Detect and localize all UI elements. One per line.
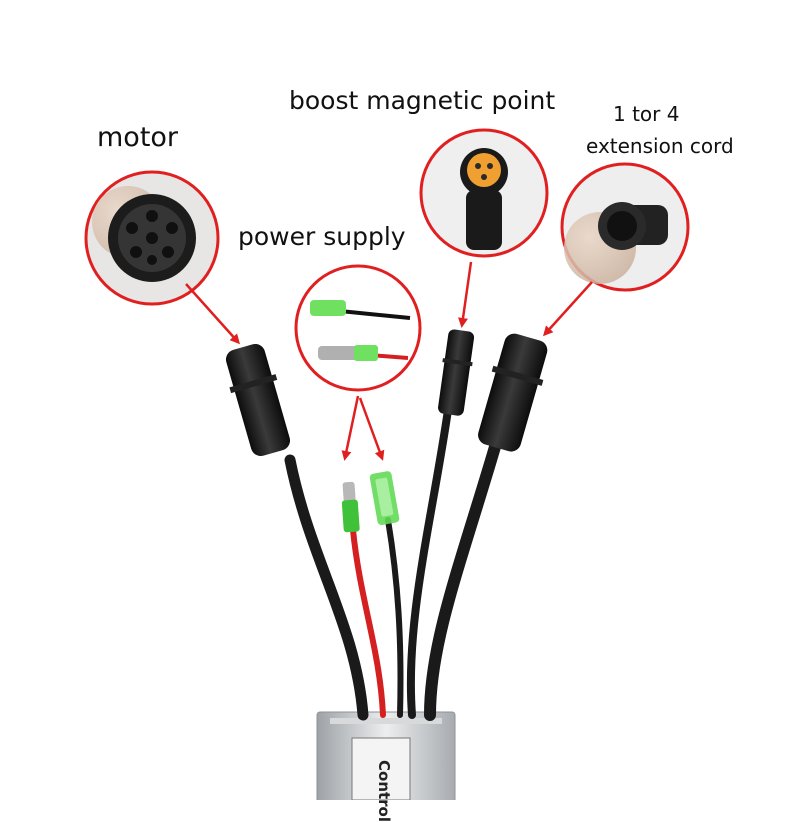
callout-motor [84,170,220,306]
black-power-wire [385,517,404,718]
arrow-power-left [341,395,360,461]
callout-extension [560,162,690,292]
controller-box [316,711,456,800]
cable-bundle [284,406,503,721]
label-extension-line1: 1 tor 4 [613,102,680,126]
label-boost-magnetic-point: boost magnetic point [289,86,556,115]
extension-cable [424,434,503,721]
power-terminals [341,471,400,533]
boost-connector [438,329,475,416]
label-extension-line2: extension cord [586,134,734,158]
arrow-power-right [358,397,385,461]
arrow-extension [542,281,593,337]
callout-power [294,264,422,392]
label-power-supply: power supply [238,222,406,251]
motor-connector [225,343,291,457]
extension-connector [478,333,548,452]
controller-label: Control [375,760,393,822]
red-power-wire [350,527,386,718]
pointer-arrows [185,261,593,461]
callout-boost [419,128,549,258]
arrow-motor [185,283,241,345]
label-motor: motor [97,122,179,153]
arrow-boost [458,261,473,328]
motor-cable [284,454,369,721]
boost-cable [406,406,452,719]
product-photo [84,128,690,800]
